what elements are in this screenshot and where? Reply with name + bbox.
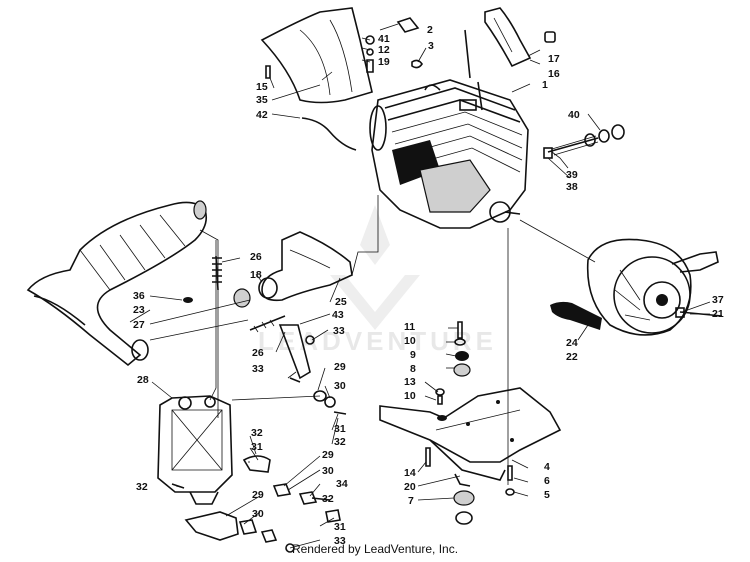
callout-35: 35 [256, 94, 268, 106]
callout-23: 23 [133, 304, 145, 316]
callout-12: 12 [378, 44, 390, 56]
support-arm [278, 324, 315, 380]
callout-9: 9 [410, 349, 416, 361]
callout-14: 14 [404, 467, 416, 479]
linkage-parts [171, 377, 347, 553]
callout-24: 24 [566, 337, 578, 349]
callout-11: 11 [404, 321, 415, 333]
callout-6: 6 [544, 475, 550, 487]
watermark-logo [330, 205, 420, 330]
leader-lines [129, 23, 711, 549]
callout-29-c: 29 [252, 489, 264, 501]
part-callouts: 1 2 3 41 12 19 17 16 15 35 42 40 39 38 2… [133, 24, 724, 547]
callout-40: 40 [568, 109, 580, 121]
clutch-assembly [550, 238, 723, 336]
callout-26-bottom: 26 [252, 347, 264, 359]
callout-8: 8 [410, 363, 416, 375]
callout-34: 34 [336, 478, 348, 490]
callout-41: 41 [378, 33, 390, 45]
callout-7: 7 [408, 495, 414, 507]
callout-5: 5 [544, 489, 550, 501]
callout-15: 15 [256, 81, 268, 93]
stud-and-washers [543, 124, 625, 159]
callout-31-c: 31 [334, 521, 346, 533]
exhaust-manifold [212, 231, 353, 333]
cable [301, 117, 357, 151]
engine-mount-plate [379, 387, 562, 487]
callout-16: 16 [548, 68, 560, 80]
muffler-assembly [26, 200, 208, 367]
render-credit: Rendered by LeadVenture, Inc. [291, 542, 459, 556]
callout-33-a: 33 [333, 325, 345, 337]
callout-31-b: 31 [251, 441, 263, 453]
callout-28: 28 [137, 374, 149, 386]
callout-2: 2 [427, 24, 433, 36]
callout-25: 25 [335, 296, 347, 308]
callout-19: 19 [378, 56, 390, 68]
callout-32-b: 32 [251, 427, 263, 439]
resonator-canister [157, 395, 233, 505]
callout-22: 22 [566, 351, 578, 363]
callout-13: 13 [404, 376, 416, 388]
callout-38: 38 [566, 181, 578, 193]
callout-27: 27 [133, 319, 145, 331]
callout-18: 18 [250, 269, 262, 281]
top-small-parts [265, 7, 556, 79]
callout-31-a: 31 [334, 423, 346, 435]
callout-37: 37 [712, 294, 724, 306]
callout-17: 17 [548, 53, 560, 65]
heat-shield [260, 7, 373, 104]
callout-21: 21 [712, 308, 724, 320]
callout-32-c: 32 [136, 481, 148, 493]
callout-43: 43 [332, 309, 344, 321]
callout-10-a: 10 [404, 335, 416, 347]
watermark-text: LEADVENTURE [258, 326, 497, 356]
callout-30-c: 30 [252, 508, 264, 520]
callout-30-b: 30 [322, 465, 334, 477]
callout-42: 42 [256, 109, 268, 121]
callout-32-a: 32 [334, 436, 346, 448]
engine-assembly [369, 29, 529, 229]
callout-32-d: 32 [322, 493, 334, 505]
callout-36: 36 [133, 290, 145, 302]
callout-33-c: 33 [334, 535, 346, 547]
callout-20: 20 [404, 481, 416, 493]
callout-26-top: 26 [250, 251, 262, 263]
callout-30-a: 30 [334, 380, 346, 392]
callout-1: 1 [542, 79, 548, 91]
callout-33-b: 33 [252, 363, 264, 375]
callout-29-b: 29 [322, 449, 334, 461]
callout-10-b: 10 [404, 390, 416, 402]
callout-4: 4 [544, 461, 550, 473]
callout-29-a: 29 [334, 361, 346, 373]
callout-3: 3 [428, 40, 434, 52]
callout-39: 39 [566, 169, 578, 181]
mount-hardware-stack [425, 321, 515, 525]
